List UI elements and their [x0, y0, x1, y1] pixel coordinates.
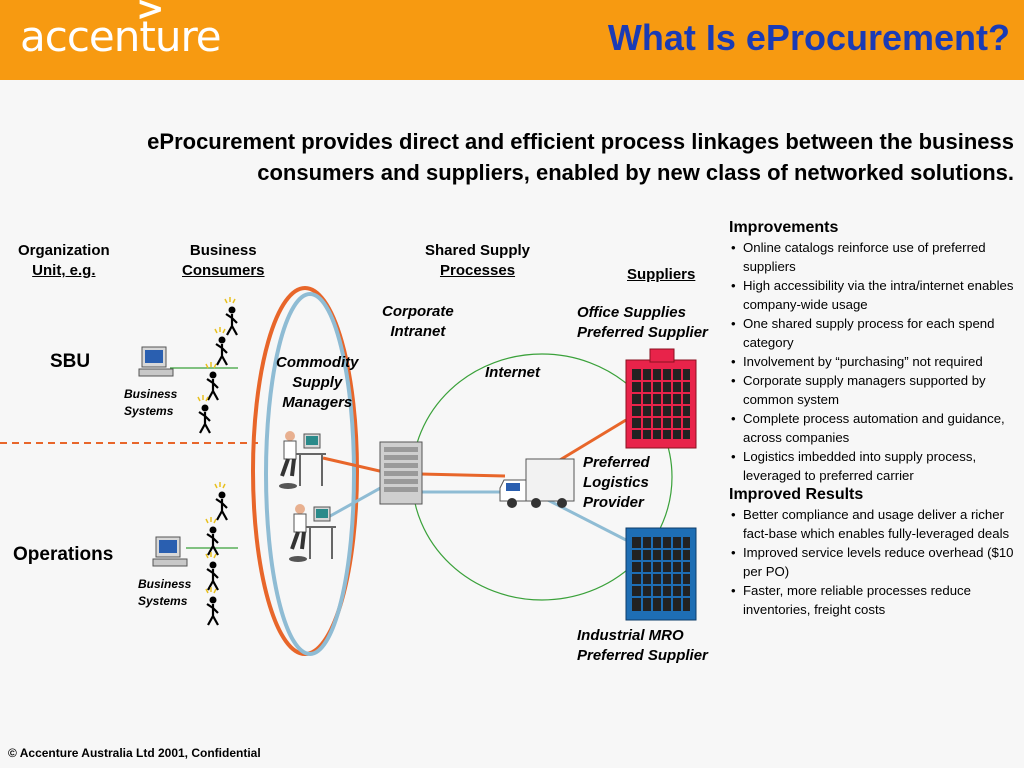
commodity-line1: Commodity [276, 354, 359, 371]
org-unit-heading-line2: Unit, e.g. [32, 262, 96, 279]
shared-supply-heading: Shared Supply Processes [425, 241, 530, 281]
office-supplies-line1: Office Supplies [577, 304, 686, 321]
server-icon [379, 441, 423, 505]
sbu-label: SBU [50, 351, 91, 372]
corporate-intranet-line1: Corporate [382, 303, 454, 320]
person-at-desk-icon [277, 429, 328, 491]
improvement-item: High accessibility via the intra/interne… [729, 276, 1019, 314]
result-item: Improved service levels reduce overhead … [729, 543, 1019, 581]
industrial-mro-line1: Industrial MRO [577, 627, 684, 644]
intro-statement: eProcurement provides direct and efficie… [147, 129, 1014, 185]
result-item: Better compliance and usage deliver a ri… [729, 505, 1019, 543]
suppliers-heading: Suppliers [627, 266, 696, 283]
stick-figure-icon [204, 515, 220, 557]
manager2-link [322, 484, 385, 522]
sbu-business-systems-label: Business Systems [124, 386, 177, 420]
person-at-desk-icon [287, 502, 338, 564]
stick-figure-icon [196, 393, 212, 435]
industrial-mro-line2: Preferred Supplier [577, 647, 708, 664]
header-bar: accenture > What Is eProcurement? [0, 0, 1024, 80]
sbu-systems-line2: Systems [124, 404, 174, 418]
shared-supply-line1: Shared Supply [425, 242, 531, 259]
accenture-logo: accenture [20, 12, 222, 61]
logistics-line1: Preferred [583, 454, 650, 471]
stick-figure-icon [204, 550, 220, 592]
logistics-line3: Provider [583, 494, 644, 511]
industrial-mro-label: Industrial MRO Preferred Supplier [577, 626, 708, 666]
org-unit-heading-line1: Organization [18, 242, 110, 259]
business-consumers-line1: Business [189, 242, 257, 259]
improvement-item: Logistics imbedded into supply process, … [729, 447, 1019, 485]
intranet-blue-ring [264, 292, 356, 656]
operations-computer-icon [152, 536, 188, 567]
improvements-list: Online catalogs reinforce use of preferr… [729, 238, 1019, 485]
commodity-line3: Managers [282, 394, 353, 411]
stick-figure-icon [223, 295, 239, 337]
stick-figure-icon [213, 325, 229, 367]
commodity-line2: Supply [292, 374, 343, 391]
office-building-icon [625, 348, 697, 449]
sbu-computer-icon [138, 346, 174, 377]
logistics-provider-label: Preferred Logistics Provider [583, 453, 650, 513]
business-consumers-heading: Business Consumers [182, 241, 265, 281]
operations-business-systems-label: Business Systems [138, 576, 191, 610]
sbu-systems-line1: Business [124, 387, 178, 401]
result-item: Faster, more reliable processes reduce i… [729, 581, 1019, 619]
truck-icon [499, 458, 575, 508]
business-consumers-line2: Consumers [182, 262, 265, 279]
improvement-item: Online catalogs reinforce use of preferr… [729, 238, 1019, 276]
internet-label: Internet [485, 364, 541, 381]
corporate-intranet-line2: Intranet [390, 323, 446, 340]
office-supplies-line2: Preferred Supplier [577, 324, 708, 341]
operations-systems-line2: Systems [138, 594, 188, 608]
corporate-intranet-label: Corporate Intranet [382, 302, 454, 342]
logistics-line2: Logistics [583, 474, 649, 491]
page-title: What Is eProcurement? [607, 17, 1010, 58]
improvement-item: Corporate supply managers supported by c… [729, 371, 1019, 409]
truck-mro-link [539, 494, 627, 542]
commodity-supply-managers-label: Commodity Supply Managers [276, 353, 359, 413]
improvement-item: Complete process automation and guidance… [729, 409, 1019, 447]
stick-figure-icon [204, 585, 220, 627]
improvement-item: One shared supply process for each spend… [729, 314, 1019, 352]
improved-results-heading: Improved Results [729, 486, 864, 503]
mro-building-icon [625, 527, 697, 621]
org-unit-heading: Organization Unit, e.g. [18, 241, 110, 281]
copyright-footer: © Accenture Australia Ltd 2001, Confiden… [8, 746, 261, 760]
benefits-panel: Improvements Online catalogs reinforce u… [729, 218, 1019, 619]
logo-chevron-mark: > [136, 0, 165, 29]
improvements-heading: Improvements [729, 219, 839, 236]
office-supplies-label: Office Supplies Preferred Supplier [577, 303, 708, 343]
results-list: Better compliance and usage deliver a ri… [729, 505, 1019, 619]
server-truck-orange-link [419, 472, 506, 478]
manager1-link [322, 456, 385, 474]
improvement-item: Involvement by “purchasing” not required [729, 352, 1019, 371]
operations-systems-line1: Business [138, 577, 192, 591]
shared-supply-line2: Processes [439, 262, 516, 279]
stick-figure-icon [213, 480, 229, 522]
operations-label: Operations [13, 544, 114, 565]
